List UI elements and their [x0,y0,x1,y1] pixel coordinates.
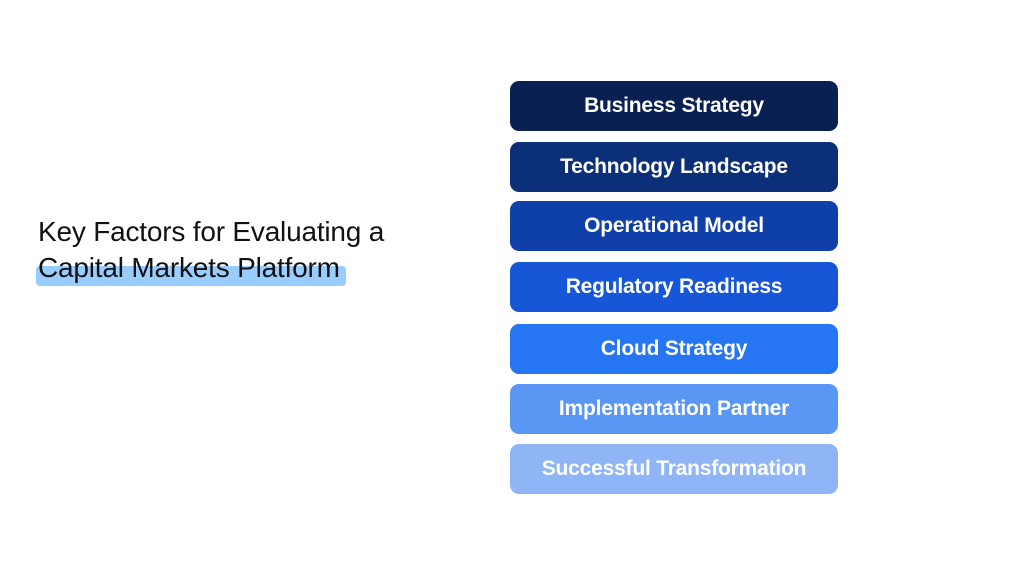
factor-operational-model: Operational Model [510,201,838,251]
factor-cloud-strategy: Cloud Strategy [510,324,838,374]
factor-label: Cloud Strategy [600,337,748,360]
factor-label: Successful Transformation [541,457,807,480]
factor-label: Business Strategy [584,94,764,117]
title-line-2-wrapper: Capital Markets Platform [36,250,346,286]
factor-label: Implementation Partner [558,397,790,420]
title-line-1: Key Factors for Evaluating a [38,216,385,247]
factor-label: Operational Model [584,214,764,237]
factor-label: Technology Landscape [560,155,788,178]
factor-label: Regulatory Readiness [565,275,783,298]
factor-regulatory-readiness: Regulatory Readiness [510,262,838,312]
factor-implementation-partner: Implementation Partner [510,384,838,434]
title-line-2: Capital Markets Platform [38,252,340,283]
slide-title: Key Factors for Evaluating a Capital Mar… [36,214,458,286]
factor-business-strategy: Business Strategy [510,81,838,131]
factor-successful-transformation: Successful Transformation [510,444,838,494]
factor-technology-landscape: Technology Landscape [510,142,838,192]
